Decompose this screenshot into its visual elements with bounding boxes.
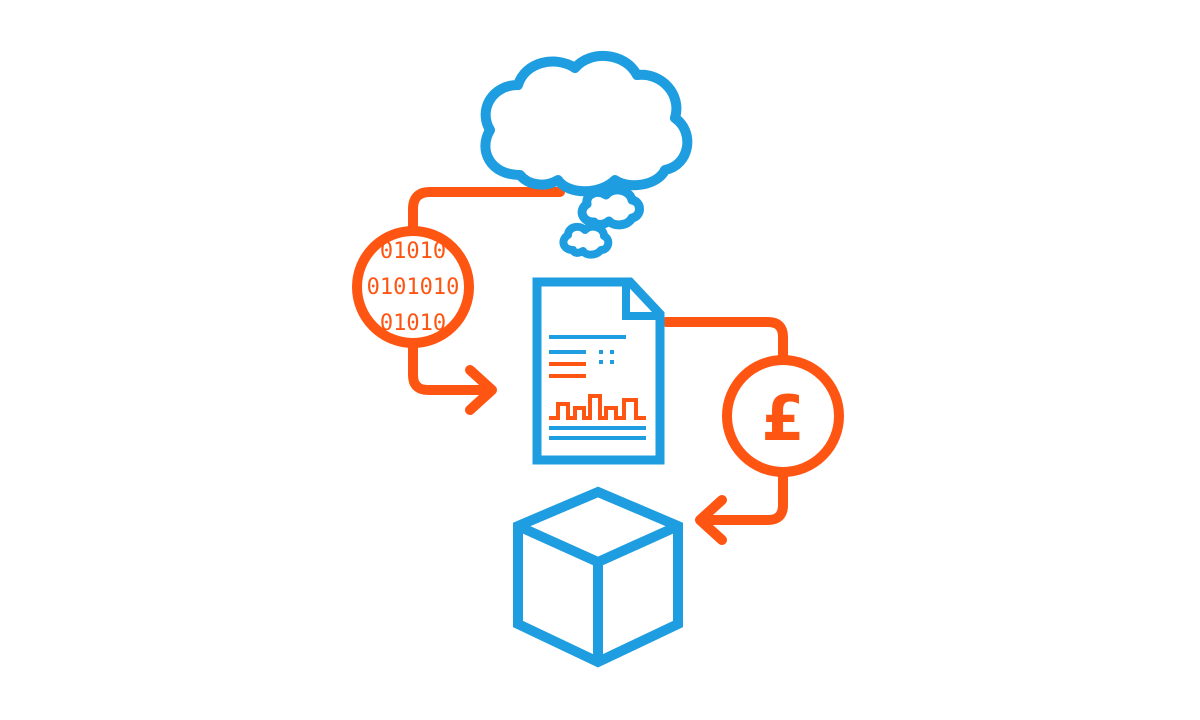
binary-line-3: 01010 <box>380 311 446 336</box>
connector-cloud-to-binary <box>408 187 565 233</box>
connector-binary-to-document <box>408 341 495 395</box>
report-document-icon <box>532 277 665 465</box>
pound-coin-icon: £ <box>722 355 844 477</box>
arrow-left-icon <box>695 495 727 545</box>
thought-cloud-icon <box>480 51 693 259</box>
connector-document-to-currency <box>661 317 788 363</box>
binary-line-2: 0101010 <box>367 275 460 300</box>
binary-line-1: 01010 <box>380 239 446 264</box>
currency-symbol: £ <box>761 382 804 455</box>
connector-currency-to-box <box>699 470 788 525</box>
cube-box-icon <box>513 486 683 668</box>
arrow-right-icon <box>465 365 497 415</box>
binary-data-icon: 01010 0101010 01010 <box>352 226 474 348</box>
